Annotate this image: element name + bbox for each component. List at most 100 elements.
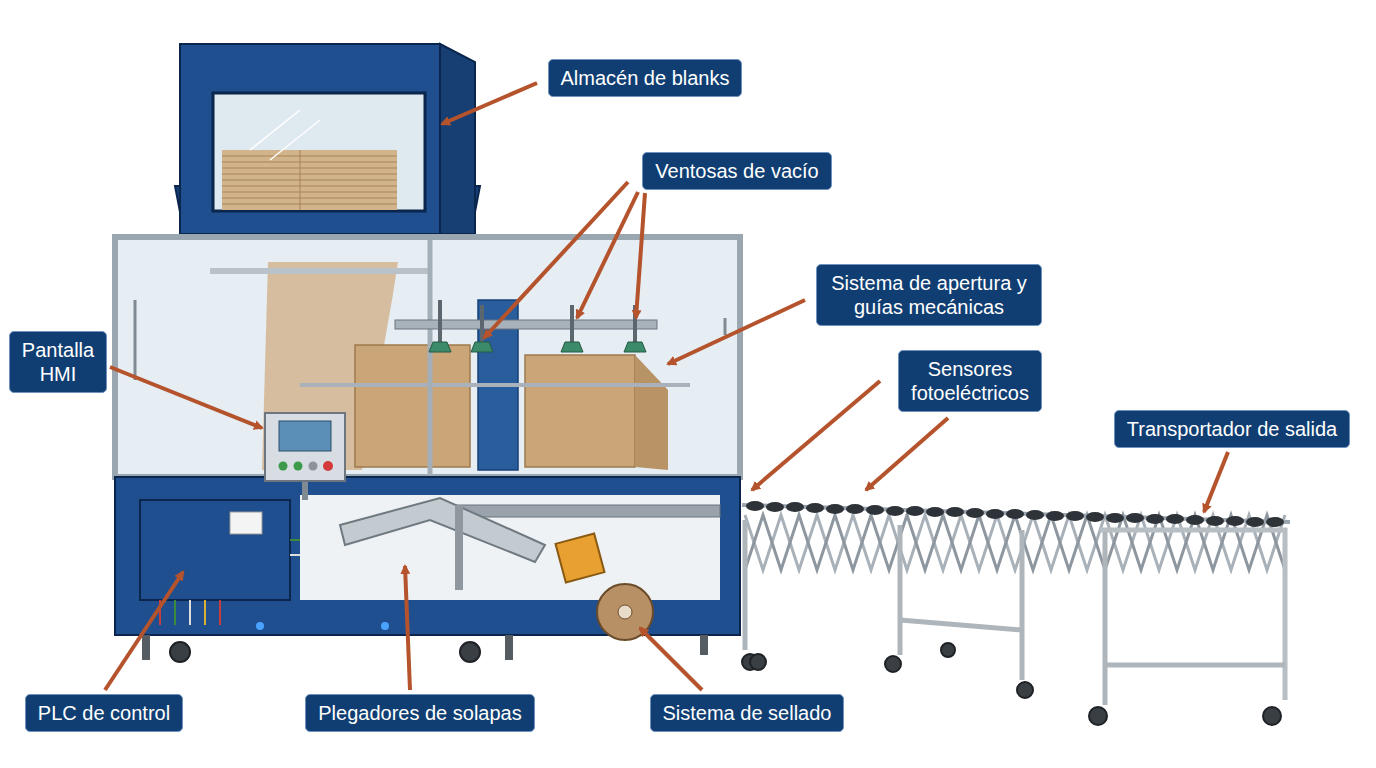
guard-enclosure-part xyxy=(210,268,430,274)
machine-base-part-part xyxy=(170,642,190,662)
roller-conveyor-part-part xyxy=(1105,663,1285,668)
callout-label: Transportador de salida xyxy=(1114,410,1351,448)
vacuum-cups-part xyxy=(429,342,646,352)
callout-label: Ventosas de vacío xyxy=(642,152,831,190)
leader-arrows-part xyxy=(866,418,948,490)
machine-base-part xyxy=(142,635,708,660)
machine-base-part xyxy=(618,605,632,619)
guard-enclosure-part xyxy=(428,240,433,475)
roller-conveyor-part-part xyxy=(1026,510,1044,520)
callout-label: Pantalla HMI xyxy=(9,331,107,393)
roller-conveyor-part-part xyxy=(898,525,903,655)
guard-enclosure-part xyxy=(115,237,740,477)
vacuum-cups-part xyxy=(440,300,635,342)
machine-base-part-part xyxy=(219,600,221,625)
hmi-panel-part xyxy=(279,462,288,471)
roller-conveyor-part-part xyxy=(1006,509,1024,519)
roller-conveyor-part-part xyxy=(1046,511,1064,521)
guard-enclosure-part xyxy=(724,318,727,335)
vacuum-cups-part xyxy=(395,320,657,329)
roller-conveyor-part-part xyxy=(1226,516,1244,526)
leader-arrows xyxy=(105,83,1228,690)
callout-label: Plegadores de solapas xyxy=(305,694,534,732)
hmi-panel-part xyxy=(279,421,331,451)
roller-conveyor-part-part xyxy=(1086,512,1104,522)
machine-base-part-part xyxy=(505,635,513,660)
roller-conveyor-part-part xyxy=(1106,513,1124,523)
blank-hopper-part xyxy=(213,93,425,211)
roller-conveyor-part xyxy=(1100,530,1285,700)
roller-conveyor-part-part xyxy=(866,505,884,515)
machine-base-part xyxy=(340,498,545,562)
roller-conveyor-part-part xyxy=(1020,530,1025,680)
blank-hopper-part xyxy=(250,110,300,150)
roller-conveyor-part-part xyxy=(1126,513,1144,523)
guard-enclosure xyxy=(115,237,740,477)
callout-label: PLC de control xyxy=(25,694,183,732)
guard-enclosure-part xyxy=(355,345,470,467)
roller-conveyor-part-part xyxy=(966,508,984,518)
callout-label: Sensores fotoeléctricos xyxy=(898,350,1042,412)
blank-hopper-part-part xyxy=(222,192,397,193)
machine-base-part-part xyxy=(189,600,191,625)
roller-conveyor-part xyxy=(745,515,1285,570)
machine-base-part xyxy=(140,500,290,600)
machine-base-part-part xyxy=(290,539,300,541)
blank-hopper-part-part xyxy=(222,198,397,199)
blank-hopper-part-part xyxy=(300,150,301,210)
blank-hopper-part xyxy=(270,120,320,160)
callout-text: Pantalla HMI xyxy=(22,338,94,386)
roller-conveyor-part-part xyxy=(743,520,748,650)
blank-hopper-part-part xyxy=(222,156,397,157)
roller-conveyor-part-part xyxy=(885,656,901,672)
roller-conveyor-part-part xyxy=(1206,516,1224,526)
roller-conveyor-part-part xyxy=(1089,707,1107,725)
machine-base-part-part xyxy=(174,600,176,625)
vacuum-cups xyxy=(395,300,657,352)
machine-base-part xyxy=(556,534,605,583)
machine-base-part-part xyxy=(204,600,206,625)
roller-conveyor-part-part xyxy=(846,504,864,514)
guard-enclosure-part xyxy=(635,355,668,470)
roller-conveyor-part-part xyxy=(1066,511,1084,521)
blank-hopper xyxy=(175,44,480,238)
hmi-panel-part xyxy=(294,462,303,471)
blank-hopper-part-part xyxy=(222,186,397,187)
roller-conveyor-part-part xyxy=(900,620,1022,630)
roller-conveyor-part-part xyxy=(886,506,904,516)
leader-arrows-part xyxy=(577,192,638,318)
vacuum-cups-part-part xyxy=(561,342,583,352)
roller-conveyor-part-part xyxy=(826,504,844,514)
machine-base-part xyxy=(256,622,264,630)
leader-arrows-part xyxy=(105,572,183,690)
roller-conveyor-part-part xyxy=(906,506,924,516)
roller-conveyor-part-part xyxy=(786,502,804,512)
machine-base-part-part xyxy=(750,654,766,670)
leader-arrows-part xyxy=(752,381,880,490)
blank-hopper-part xyxy=(440,44,475,234)
roller-conveyor-part-part xyxy=(1186,515,1204,525)
leader-arrows-part xyxy=(405,566,410,690)
callout-text: Transportador de salida xyxy=(1127,417,1338,441)
hmi-panel-part xyxy=(302,480,308,500)
hmi-panel-part xyxy=(309,462,318,471)
leader-arrows-part xyxy=(668,300,805,364)
machine-base-part xyxy=(230,512,262,534)
vacuum-cups-part-part xyxy=(438,300,442,342)
callout-text: Sistema de apertura y guías mecánicas xyxy=(829,271,1029,319)
blank-hopper-part xyxy=(222,150,397,210)
callout-label: Sistema de sellado xyxy=(650,694,845,732)
machine-base-part xyxy=(300,495,720,600)
vacuum-cups-part-part xyxy=(471,342,493,352)
roller-conveyor-part-part xyxy=(766,502,784,512)
guard-enclosure-part xyxy=(525,355,635,467)
machine-base-part xyxy=(160,540,300,625)
machine-base-part-part xyxy=(700,635,708,655)
roller-conveyor-part-part xyxy=(941,643,955,657)
hmi-panel-part xyxy=(265,413,345,481)
roller-conveyor-part-part xyxy=(1166,514,1184,524)
callout-label: Almacén de blanks xyxy=(548,59,743,97)
blank-hopper-part-part xyxy=(222,204,397,205)
